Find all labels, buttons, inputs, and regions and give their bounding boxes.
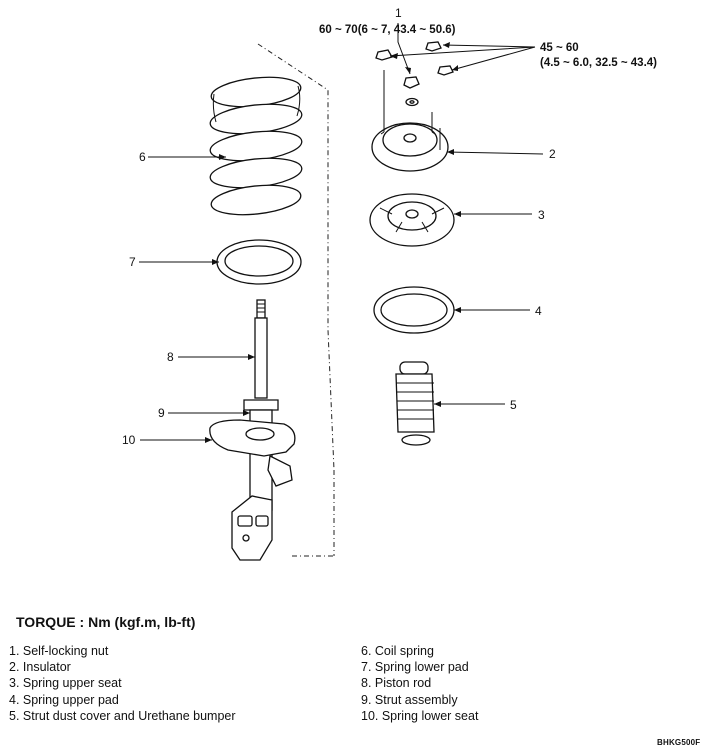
- callout-6: 6: [139, 150, 146, 164]
- callout-7: 7: [129, 255, 136, 269]
- callout-2: 2: [549, 147, 556, 161]
- callout-3: 3: [538, 208, 545, 222]
- spring-upper-seat: [369, 193, 455, 247]
- spring-upper-pad: [373, 286, 455, 334]
- spring-lower-seat: [209, 419, 296, 487]
- legend-item: 4. Spring upper pad: [9, 692, 119, 707]
- legend-item: 10. Spring lower seat: [361, 708, 479, 723]
- insulator: [371, 70, 449, 172]
- figure-code: BHKG500F: [657, 738, 701, 747]
- legend-item: 2. Insulator: [9, 660, 71, 675]
- legend-item: 5. Strut dust cover and Urethane bumper: [9, 708, 236, 723]
- dust-cover-bumper: [395, 361, 435, 446]
- legend-item: 1. Self-locking nut: [9, 644, 109, 658]
- parts-legend-left: 1. Self-locking nut 2. Insulator 3. Spri…: [9, 643, 236, 724]
- callout-45-60-torque: (4.5 ~ 6.0, 32.5 ~ 43.4): [540, 57, 657, 69]
- assembly-boundary-line: [257, 43, 335, 557]
- callout-1: 1: [395, 6, 402, 20]
- callout-8: 8: [167, 350, 174, 364]
- self-locking-nuts: [375, 41, 454, 107]
- torque-title: TORQUE : Nm (kgf.m, lb-ft): [16, 614, 196, 630]
- piston-rod: [254, 299, 268, 399]
- callout-1-torque: 60 ~ 70(6 ~ 7, 43.4 ~ 50.6): [319, 24, 456, 36]
- legend-item: 3. Spring upper seat: [9, 676, 122, 691]
- legend-item: 9. Strut assembly: [361, 692, 458, 707]
- legend-item: 6. Coil spring: [361, 644, 434, 658]
- parts-legend-right: 6. Coil spring 7. Spring lower pad 8. Pi…: [361, 643, 478, 724]
- spring-lower-pad: [216, 239, 302, 285]
- leader-lines: [139, 23, 544, 443]
- callout-45-60: 45 ~ 60: [540, 42, 579, 54]
- callout-4: 4: [535, 304, 542, 318]
- strut-exploded-diagram: 1 60 ~ 70(6 ~ 7, 43.4 ~ 50.6) 45 ~ 60 (4…: [122, 6, 657, 561]
- callout-9: 9: [158, 406, 165, 420]
- coil-spring: [209, 76, 303, 216]
- legend-item: 8. Piston rod: [361, 676, 432, 691]
- callout-5: 5: [510, 398, 517, 412]
- legend-item: 7. Spring lower pad: [361, 660, 469, 675]
- callout-10: 10: [122, 433, 136, 447]
